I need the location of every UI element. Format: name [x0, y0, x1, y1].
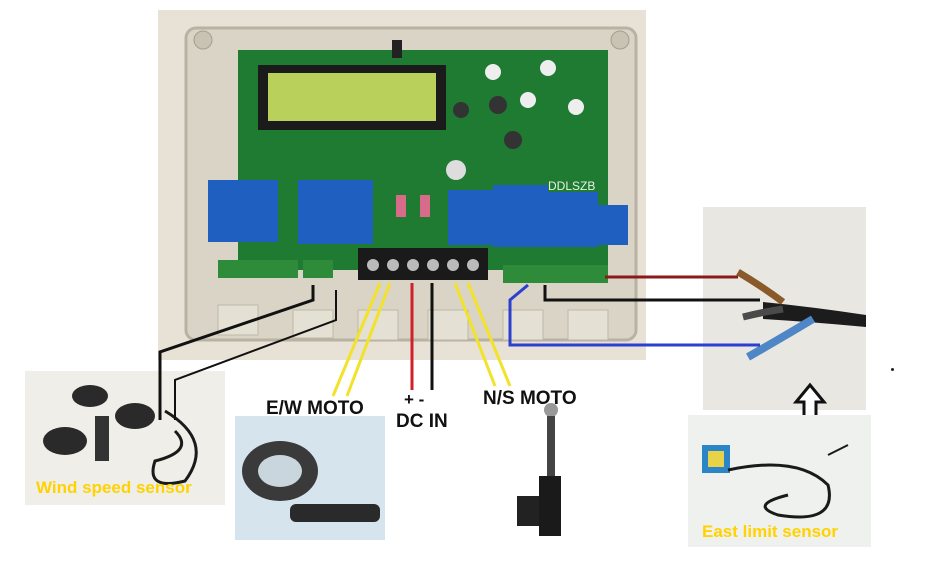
wind-speed-sensor-caption: Wind speed sensor [36, 478, 192, 497]
east-limit-sensor-photo [688, 415, 871, 547]
dc-polarity-label: + - [404, 390, 425, 409]
terminal-block [303, 260, 333, 278]
model-text: DDLSZB [548, 179, 595, 193]
terminal-block-main [358, 248, 488, 280]
ns-motor-linear-actuator-photo [503, 398, 585, 550]
ew-motor-label: E/W MOTO [266, 398, 364, 419]
terminal-block [218, 260, 298, 278]
relay [588, 205, 628, 245]
terminal-block [503, 265, 608, 283]
cable-sheath [763, 302, 866, 327]
east-limit-sensor-caption: East limit sensor [702, 522, 839, 541]
relay [493, 185, 548, 247]
stray-dot [891, 368, 894, 371]
ew-motor-slewing-drive-photo [235, 416, 385, 540]
ns-motor-label: N/S MOTO [483, 388, 577, 409]
controller-board-photo: DDLSZB [158, 10, 646, 360]
relay [298, 180, 373, 244]
blue-wire-end [746, 315, 816, 361]
relay [208, 180, 278, 242]
lcd-screen [268, 73, 436, 121]
dc-in-label: DC IN [396, 411, 448, 432]
brown-wire-end [736, 268, 786, 305]
limit-cable-photo [703, 207, 866, 410]
